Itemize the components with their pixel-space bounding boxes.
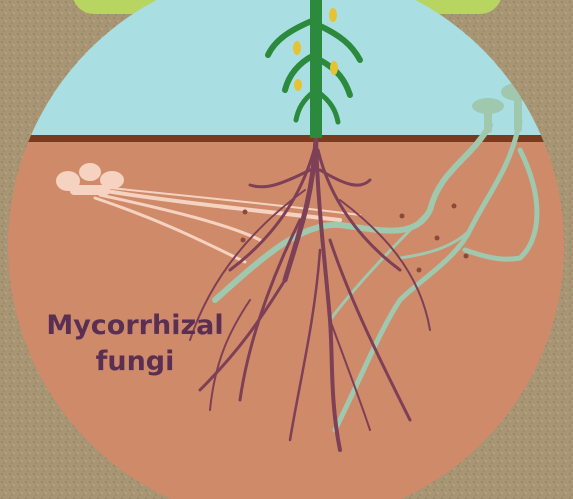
ground-line	[0, 135, 573, 142]
fungi-label: Mycorrhizal fungi	[30, 308, 240, 380]
fungi-label-line1: Mycorrhizal	[30, 308, 240, 344]
fungi-label-line2: fungi	[30, 344, 240, 380]
